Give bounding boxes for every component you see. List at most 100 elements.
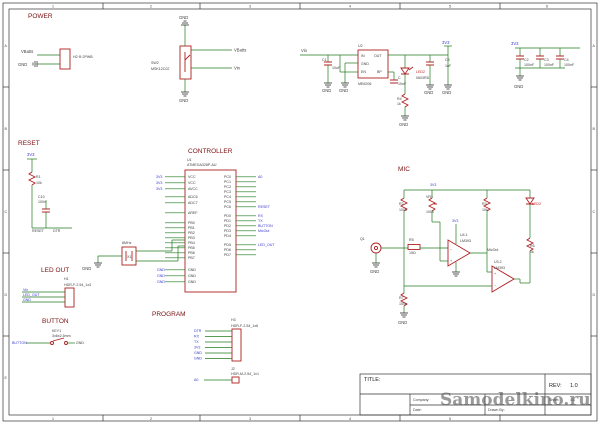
- frame-col-label: 3: [249, 5, 251, 9]
- cbp-ref: C: [398, 76, 401, 80]
- mic-section: MIC 3V3 R2 100k VR1 100k R3 10k LED2 R6 …: [360, 166, 541, 325]
- h4-part: HDR-M-2.54_1x1: [231, 372, 259, 376]
- watermark-text: Samodelkino.ru: [440, 390, 591, 410]
- mic-out-net: MicOut: [487, 248, 498, 252]
- power-section: POWER VBatts GND H2 Ф-2PWB GND GND VBatt…: [18, 13, 580, 127]
- power-switch: GND GND VBatts Vin SW2 MSK12C02: [151, 15, 246, 103]
- r6-val: 1k: [530, 250, 534, 254]
- mcu-right-pin-label: PD7: [224, 253, 231, 257]
- mcu-right-pin-label: PC1: [224, 180, 231, 184]
- sw-gnd: GND: [179, 15, 188, 20]
- mcu-right-net: RESET: [258, 205, 271, 209]
- mcu-right-net: LED_OUT: [258, 243, 275, 247]
- r6-ref: R6: [530, 244, 535, 248]
- sw-gnd-bottom: GND: [179, 98, 188, 103]
- u2-pin: EN: [361, 70, 366, 74]
- cbp-val: 10nF: [398, 82, 407, 86]
- mcu-left-pin-label: PB3: [188, 236, 195, 240]
- gnd-net: GND: [424, 90, 433, 95]
- mcu-left-pin-label: PB6: [188, 251, 195, 255]
- sw2-ref: SW2: [151, 61, 159, 65]
- decap-ref: C3: [544, 58, 549, 62]
- r7-ref: R7: [399, 296, 404, 300]
- mcu-right-net: BUTTON: [258, 224, 273, 228]
- decap-v-net: 3V3: [511, 41, 519, 46]
- xtal-freq: 8MHz: [122, 241, 132, 245]
- mcu-left-pins: VCCVCCAVCCADC6ADC7AREFPB0PB1PB2PB3PB4PB5…: [165, 175, 198, 284]
- u4-minus: −: [450, 248, 452, 252]
- frame-col-label: 1: [52, 5, 54, 9]
- program-net: GND: [194, 351, 202, 355]
- u4-plus: +: [450, 259, 452, 263]
- frame-col-label: 3: [249, 417, 251, 421]
- vr1-ref: VR1: [426, 195, 433, 199]
- mcu-left-pin-label: GND: [188, 268, 196, 272]
- dtr-net: DTR: [53, 229, 61, 233]
- h1-ref: H1: [64, 277, 69, 281]
- program-net: DTR: [194, 329, 202, 333]
- mcu-left-pin-label: VCC: [188, 175, 196, 179]
- mcu-right-pin-label: PC0: [224, 175, 231, 179]
- mcu-left-pin-label: PB2: [188, 231, 195, 235]
- mcu-right-pin-label: PC3: [224, 190, 231, 194]
- u5-plus: +: [494, 272, 496, 276]
- gnd-net: GND: [339, 88, 348, 93]
- program-net: GND: [194, 357, 202, 361]
- program-title: PROGRAM: [152, 311, 186, 318]
- led-out-net: Vin: [23, 288, 28, 292]
- mcu-left-pin-label: PB4: [188, 241, 195, 245]
- button-section: BUTTON KEY1 3x6x2.5mm BUTTON GND: [12, 318, 84, 345]
- xtal-gnd: GND: [82, 266, 91, 271]
- reset-title: RESET: [18, 140, 40, 147]
- mic-title: MIC: [398, 166, 410, 173]
- title-label: TITLE:: [364, 377, 381, 383]
- frame-row-label: B: [5, 127, 8, 131]
- program-lines: [205, 330, 232, 359]
- u2-pin: BP: [377, 70, 382, 74]
- mcu-left-pin-label: PB7: [188, 256, 195, 260]
- sheet-value: 1/1: [570, 398, 575, 402]
- frame-col-label: 5: [449, 417, 451, 421]
- r3-val: 10k: [482, 208, 488, 212]
- u2-vin-net: Vin: [301, 48, 308, 53]
- vbatts-out-net: VBatts: [234, 48, 246, 53]
- decap-val: 100nF: [564, 63, 575, 67]
- c10-val: 100n: [38, 200, 46, 204]
- frame-col-label: 4: [349, 417, 351, 421]
- mcu-gnd-net: GND: [157, 274, 165, 278]
- controller-section: CONTROLLER U1 ATMEGA328P-AU 3V3 3V3 3V3 …: [82, 148, 275, 293]
- mcu-right-pin-label: PD0: [224, 214, 231, 218]
- c1-ref: C1: [322, 58, 327, 62]
- mcu-right-pin-label: PC5: [224, 200, 231, 204]
- r1-ref: R1: [36, 175, 41, 179]
- battery-connector: VBatts GND H2 Ф-2PWB: [18, 48, 93, 70]
- mcu-left-pin-label: PB1: [188, 226, 195, 230]
- company-label: Company:: [413, 398, 429, 402]
- h4-ref: J2: [231, 367, 235, 371]
- date-label: Date:: [413, 408, 422, 412]
- mcu-right-pin-label: PC4: [224, 195, 231, 199]
- u2-pin: OUT: [374, 54, 382, 58]
- rev-label: REV:: [549, 383, 562, 389]
- r2-ref: R2: [399, 202, 404, 206]
- mcu-right-net: TX: [258, 219, 263, 223]
- mcu-gnd-net: GND: [157, 268, 165, 272]
- crystal-x1: 8MHz X1 GND: [82, 239, 185, 271]
- r4-val: 1k: [397, 102, 401, 106]
- u1-part: ATMEGA328P-AU: [187, 163, 217, 167]
- key-ref: KEY1: [52, 329, 61, 333]
- gnd-net: GND: [399, 122, 408, 127]
- frame-col-label: 2: [150, 5, 152, 9]
- mcu-left-pin-label: VCC: [188, 181, 196, 185]
- mcu-right-pin-label: PC6: [224, 205, 231, 209]
- u1-ref: U1: [187, 158, 192, 162]
- mcu-right-net: A0: [258, 175, 262, 179]
- mcu-right-pin-label: PD4: [224, 234, 231, 238]
- mcu-left-pin-label: GND: [188, 274, 196, 278]
- decap-val: 100nF: [524, 63, 535, 67]
- controller-title: CONTROLLER: [188, 148, 233, 155]
- reset-net: RESET: [32, 229, 45, 233]
